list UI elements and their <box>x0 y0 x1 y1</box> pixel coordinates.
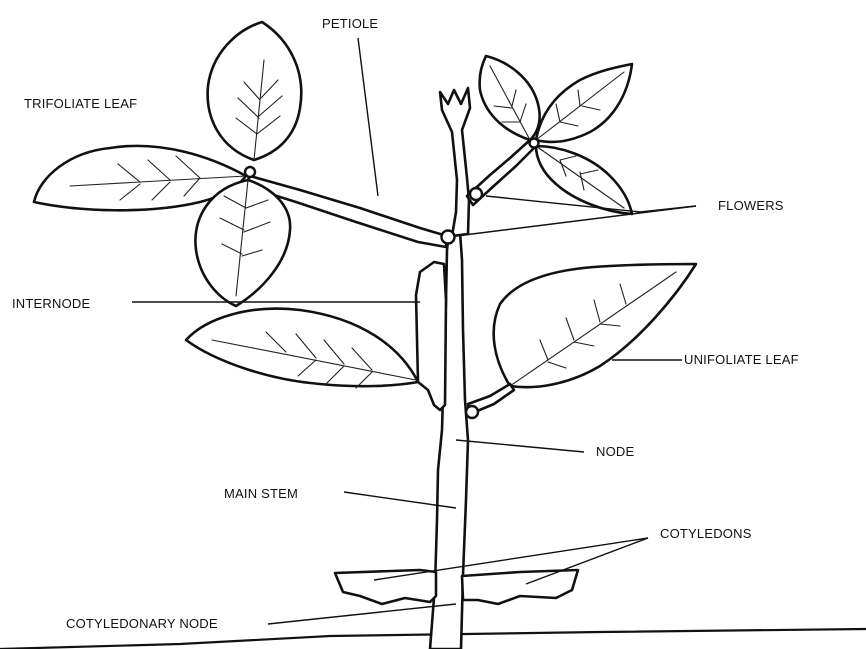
upper-leaflet-left <box>480 56 540 140</box>
label-trifoliate-leaf: TRIFOLIATE LEAF <box>24 96 137 111</box>
internode-branch <box>416 262 446 410</box>
label-petiole: PETIOLE <box>322 16 378 31</box>
trifoliate-leaf <box>34 22 301 306</box>
upper-trifoliate-leaf <box>480 56 632 214</box>
unifoliate-leaf-left <box>186 309 418 387</box>
leader-node <box>456 440 584 452</box>
label-internode: INTERNODE <box>12 296 90 311</box>
leader-petiole <box>358 38 378 196</box>
flower-bud-lower <box>442 231 455 244</box>
label-main-stem: MAIN STEM <box>224 486 298 501</box>
node-dot <box>466 406 478 418</box>
leader-flowers-lower <box>456 206 696 236</box>
label-flowers: FLOWERS <box>718 198 784 213</box>
label-cotyledons: COTYLEDONS <box>660 526 752 541</box>
leader-cotyledons-right <box>526 538 648 584</box>
label-node: NODE <box>596 444 634 459</box>
leader-cotyledonary-node <box>268 604 456 624</box>
trifoliate-leaflet-top <box>208 22 302 160</box>
flower-stem <box>440 88 470 236</box>
cotyledon-left <box>335 570 436 604</box>
label-unifoliate-leaf: UNIFOLIATE LEAF <box>684 352 799 367</box>
label-cotyledonary-node: COTYLEDONARY NODE <box>66 616 218 631</box>
flower-bud-upper <box>470 188 482 200</box>
unifoliate-leaf-right <box>494 264 696 387</box>
cotyledon-right <box>462 570 578 604</box>
